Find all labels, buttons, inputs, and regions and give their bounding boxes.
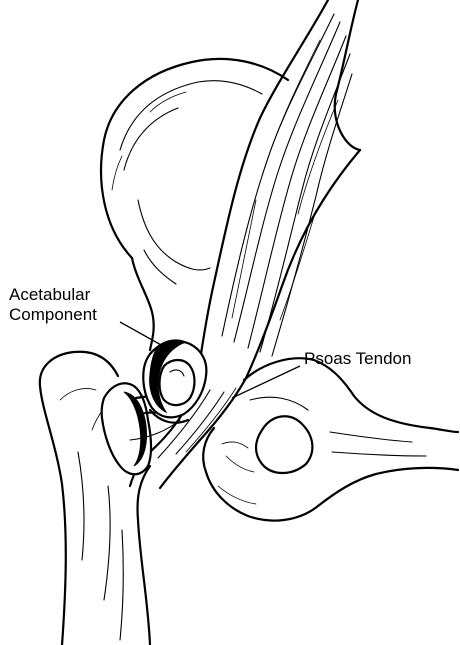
acetabular-component <box>142 339 208 424</box>
acetabular-leader-line <box>119 321 171 351</box>
psoas-tendon-label: Psoas Tendon <box>304 349 411 368</box>
acetabular-label-line1: Acetabular <box>9 285 91 304</box>
ilium <box>99 57 290 352</box>
femur <box>38 350 152 645</box>
psoas-leader-line <box>231 365 301 399</box>
acetabular-label-line2: Component <box>9 305 97 324</box>
pubic-bone <box>202 357 460 522</box>
